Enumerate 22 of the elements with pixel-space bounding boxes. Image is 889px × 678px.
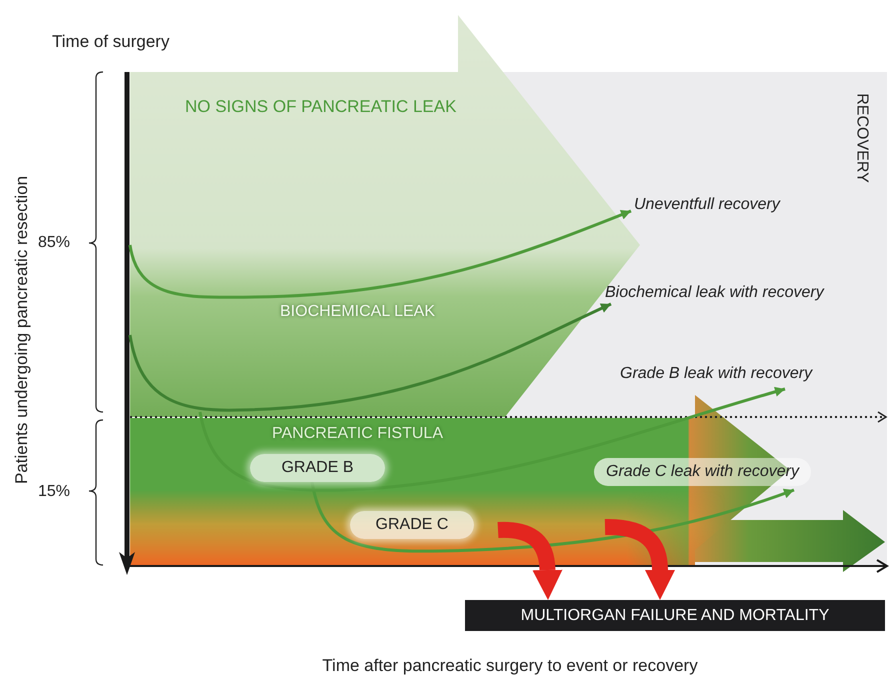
outcome-label: Uneventfull recovery xyxy=(634,196,780,214)
axis-title: Time of surgery xyxy=(52,32,170,52)
trajectory-arrow xyxy=(198,387,786,492)
panel-label: RECOVERY xyxy=(852,93,872,183)
band-label: NO SIGNS OF PANCREATIC LEAK xyxy=(185,97,456,118)
band-label: PANCREATIC FISTULA xyxy=(272,424,443,444)
band-label: BIOCHEMICAL LEAK xyxy=(280,302,436,322)
grade-label: GRADE B xyxy=(250,454,385,482)
axis-title: Patients undergoing pancreatic resection xyxy=(12,176,32,484)
failure-arrow xyxy=(604,519,675,600)
trajectory-arrow xyxy=(128,210,632,299)
outcome-label: Grade B leak with recovery xyxy=(620,365,812,383)
outcome-banner: MULTIORGAN FAILURE AND MORTALITY xyxy=(465,600,885,631)
outcome-label: Biochemical leak with recovery xyxy=(605,284,824,302)
trajectory-arrow xyxy=(310,482,794,553)
grade-label: GRADE C xyxy=(350,511,474,539)
outcome-label: Grade C leak with recovery xyxy=(594,458,811,486)
failure-arrow xyxy=(498,522,562,600)
tick-label: 85% xyxy=(38,233,70,252)
tick-label: 15% xyxy=(38,482,70,502)
trajectory-arrow xyxy=(128,302,612,412)
axis-title: Time after pancreatic surgery to event or recovery xyxy=(322,656,698,676)
